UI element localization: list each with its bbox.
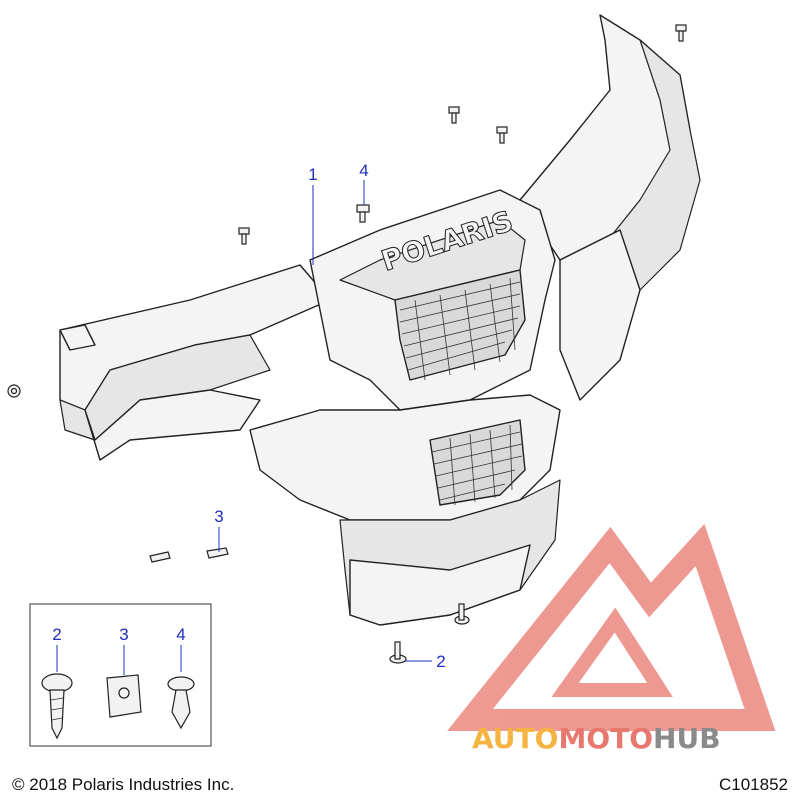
callout-4-label: 4 bbox=[359, 161, 368, 180]
push-rivet-icon bbox=[167, 676, 195, 730]
hardware-legend-box: 2 3 4 bbox=[29, 603, 212, 747]
watermark-hub: HUB bbox=[653, 722, 721, 755]
callout-1-label: 1 bbox=[308, 165, 317, 184]
clip-icon bbox=[206, 547, 229, 559]
screw-icon bbox=[41, 673, 73, 740]
screw-icon bbox=[454, 603, 470, 625]
push-rivet-icon bbox=[356, 204, 370, 223]
legend-3-label: 3 bbox=[119, 625, 128, 644]
watermark-auto: AUTO bbox=[472, 722, 558, 755]
push-rivet-icon bbox=[238, 227, 250, 245]
svg-text:AUTOMOTOHUB: AUTOMOTOHUB bbox=[472, 722, 721, 755]
nut-icon bbox=[7, 384, 21, 398]
front-bumper-assembly: POLARIS bbox=[59, 14, 701, 626]
loose-hardware bbox=[7, 24, 687, 664]
legend-2-label: 2 bbox=[52, 625, 61, 644]
watermark-moto: MOTO bbox=[558, 722, 653, 755]
callout-3-label: 3 bbox=[214, 507, 223, 526]
diagram-code: C101852 bbox=[719, 775, 788, 794]
lower-grille-mesh bbox=[429, 419, 526, 506]
legend-4-label: 4 bbox=[176, 625, 185, 644]
push-rivet-icon bbox=[448, 106, 460, 124]
copyright-text: © 2018 Polaris Industries Inc. bbox=[12, 775, 234, 794]
watermark-text: AUTOMOTOHUB bbox=[472, 722, 721, 755]
clip-icon bbox=[149, 551, 171, 563]
push-rivet-icon bbox=[496, 126, 508, 144]
callout-2-label: 2 bbox=[436, 652, 445, 671]
screw-icon bbox=[389, 641, 407, 664]
clip-nut-icon bbox=[106, 674, 142, 718]
upper-grille-mesh bbox=[394, 269, 526, 381]
watermark-logo bbox=[447, 523, 776, 731]
push-rivet-icon bbox=[675, 24, 687, 42]
